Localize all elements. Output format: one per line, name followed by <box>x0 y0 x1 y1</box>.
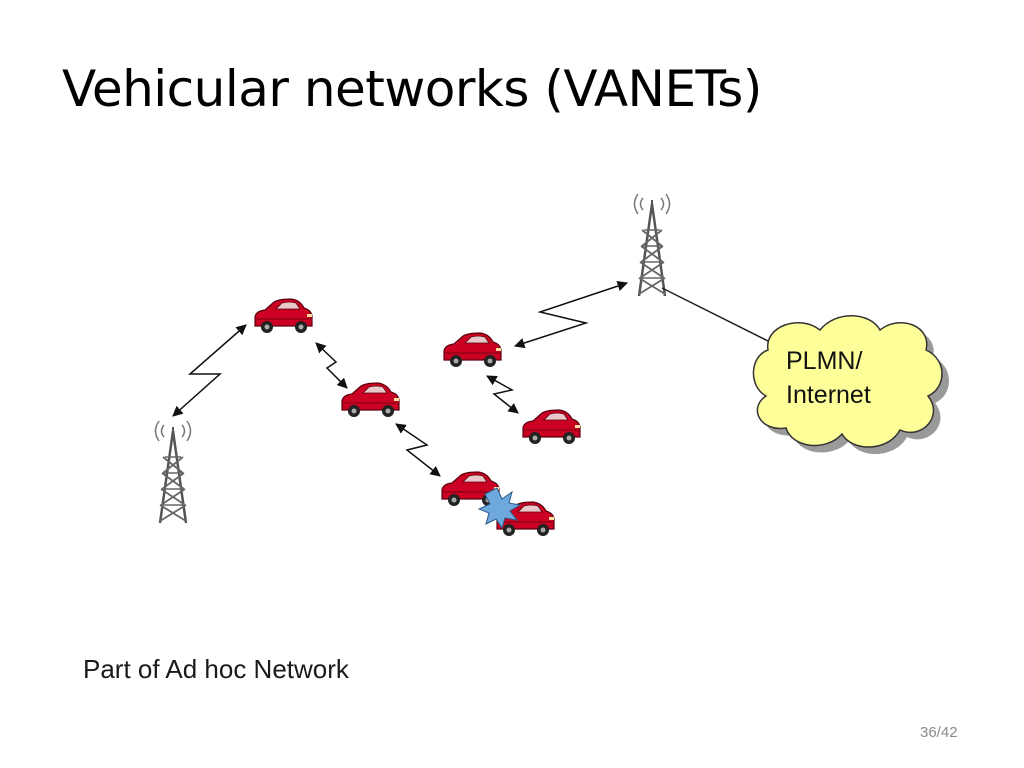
page-number: 36/42 <box>920 724 958 741</box>
cloud-label-line2: Internet <box>786 381 871 409</box>
wired-link <box>661 287 783 349</box>
wireless-link-icon <box>172 324 247 417</box>
wireless-link-icon <box>486 375 519 414</box>
collision-icon <box>477 487 522 530</box>
car-icon <box>443 332 502 368</box>
car-icon <box>522 409 581 445</box>
cell-tower-icon <box>633 192 671 298</box>
wireless-link-icon <box>395 423 441 477</box>
cloud-icon: PLMN/ Internet <box>752 315 949 455</box>
cell-tower-icon <box>154 419 192 525</box>
car-icon <box>341 382 400 418</box>
car-icon <box>254 298 313 334</box>
slide-title: Vehicular networks (VANETs) <box>62 60 762 118</box>
wireless-link-icon <box>315 342 348 389</box>
wireless-link-icon <box>514 281 628 349</box>
diagram-caption: Part of Ad hoc Network <box>83 654 349 684</box>
cloud-label-line1: PLMN/ <box>786 347 862 375</box>
